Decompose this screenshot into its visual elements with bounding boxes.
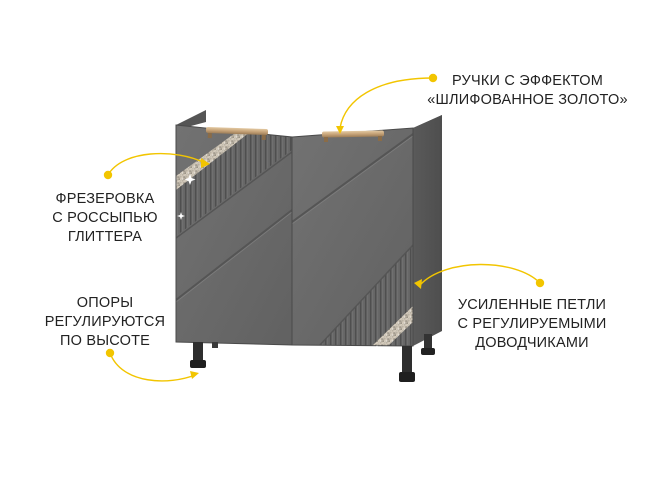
- callout-label-legs: ОПОРЫ РЕГУЛИРУЮТСЯ ПО ВЫСОТЕ: [30, 294, 180, 351]
- gold-handle-left: [205, 126, 269, 141]
- callout-line-milling: [107, 152, 206, 176]
- callout-dots: [103, 73, 545, 358]
- callout-label-milling-line-2: С РОССЫПЬЮ: [52, 210, 158, 226]
- callout-label-milling-line-3: ГЛИТТЕРА: [67, 229, 143, 245]
- callout-label-hinges-line-1: УСИЛЕННЫЕ ПЕТЛИ: [457, 297, 607, 313]
- callout-label-hinges: УСИЛЕННЫЕ ПЕТЛИ С РЕГУЛИРУЕМЫМИ ДОВОДЧИК…: [447, 296, 617, 353]
- arrowhead-hinges: [414, 279, 422, 289]
- callout-label-milling: ФРЕЗЕРОВКА С РОССЫПЬЮ ГЛИТТЕРА: [40, 190, 170, 247]
- adjustable-leg-back-right: [421, 334, 435, 355]
- arrowhead-handles: [336, 126, 344, 134]
- callout-label-legs-line-2: РЕГУЛИРУЮТСЯ: [44, 314, 166, 330]
- callout-label-handles-line-1: РУЧКИ С ЭФФЕКТОМ: [452, 73, 603, 89]
- callout-line-hinges: [419, 263, 541, 286]
- cabinet-left-door: [175, 124, 293, 346]
- callout-label-legs-line-3: ПО ВЫСОТЕ: [60, 333, 150, 349]
- cabinet-side-panel: [413, 115, 442, 346]
- adjustable-leg-back-left: [212, 342, 218, 348]
- arrowhead-milling: [201, 158, 210, 168]
- cabinet-back-left-post: [176, 110, 206, 130]
- callout-line-legs: [109, 352, 196, 382]
- callout-dot-milling: [103, 170, 113, 180]
- cabinet-right-door: [291, 127, 414, 347]
- callout-arrowheads: [190, 126, 422, 379]
- glitter-strip-right: [372, 306, 413, 346]
- callout-dot-legs: [105, 348, 115, 358]
- arrowhead-legs: [190, 371, 199, 379]
- callout-dot-handles: [428, 73, 438, 83]
- callout-label-legs-line-1: ОПОРЫ: [76, 295, 134, 311]
- callout-label-hinges-line-3: ДОВОДЧИКАМИ: [475, 335, 589, 351]
- sparkle-icon: [177, 174, 381, 353]
- callout-label-hinges-line-2: С РЕГУЛИРУЕМЫМИ: [457, 316, 607, 332]
- callout-connectors: [107, 77, 541, 382]
- callout-label-handles-line-2: «ШЛИФОВАННОЕ ЗОЛОТО»: [427, 92, 628, 108]
- gold-handle-right: [321, 130, 385, 142]
- glitter-strip-left: [176, 131, 250, 190]
- callout-label-handles: РУЧКИ С ЭФФЕКТОМ «ШЛИФОВАННОЕ ЗОЛОТО»: [420, 72, 635, 110]
- callout-dot-hinges: [535, 278, 545, 288]
- adjustable-leg-front-right: [399, 346, 415, 382]
- callout-label-milling-line-1: ФРЕЗЕРОВКА: [55, 191, 155, 207]
- callout-line-handles: [339, 77, 434, 129]
- adjustable-leg-front-left: [190, 342, 206, 368]
